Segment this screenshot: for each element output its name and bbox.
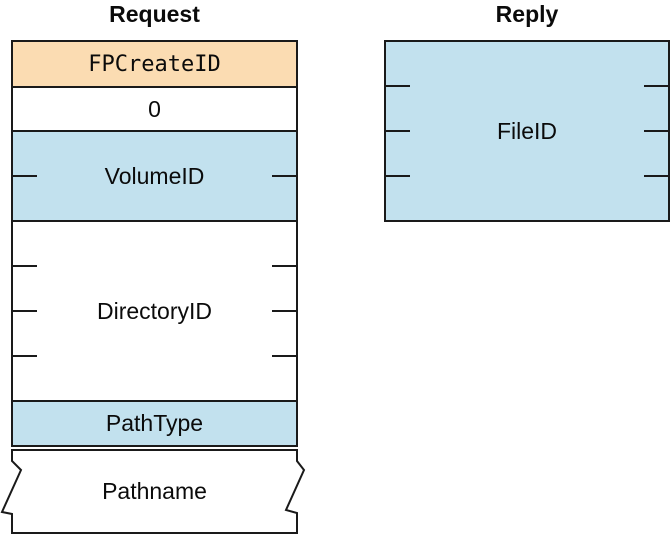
byte-boundary-tick — [13, 175, 37, 177]
field-pathtype: PathType — [11, 400, 298, 447]
field-fpcreateid-label: FPCreateID — [88, 51, 221, 77]
field-directoryid-label: DirectoryID — [96, 297, 212, 324]
byte-boundary-tick — [13, 265, 37, 267]
field-fileid-label: FileID — [496, 117, 558, 144]
reply-title: Reply — [495, 1, 559, 27]
field-pathtype-label: PathType — [105, 410, 204, 436]
field-volumeid: VolumeID — [11, 130, 298, 222]
byte-boundary-tick — [13, 310, 37, 312]
field-fileid: FileID — [384, 40, 670, 222]
byte-boundary-tick — [272, 310, 296, 312]
byte-boundary-tick — [644, 175, 668, 177]
byte-boundary-tick — [13, 355, 37, 357]
byte-boundary-tick — [644, 130, 668, 132]
byte-boundary-tick — [272, 265, 296, 267]
field-pathname: Pathname — [11, 451, 298, 531]
byte-boundary-tick — [644, 85, 668, 87]
byte-boundary-tick — [386, 175, 410, 177]
byte-boundary-tick — [386, 130, 410, 132]
byte-boundary-tick — [272, 355, 296, 357]
field-zero-pad-byte: 0 — [11, 86, 298, 132]
byte-boundary-tick — [386, 85, 410, 87]
field-pathname-label: Pathname — [102, 477, 207, 504]
field-volumeid-label: VolumeID — [104, 162, 205, 189]
request-title: Request — [109, 1, 200, 27]
byte-boundary-tick — [272, 175, 296, 177]
field-zero-pad-byte-label: 0 — [148, 95, 161, 122]
